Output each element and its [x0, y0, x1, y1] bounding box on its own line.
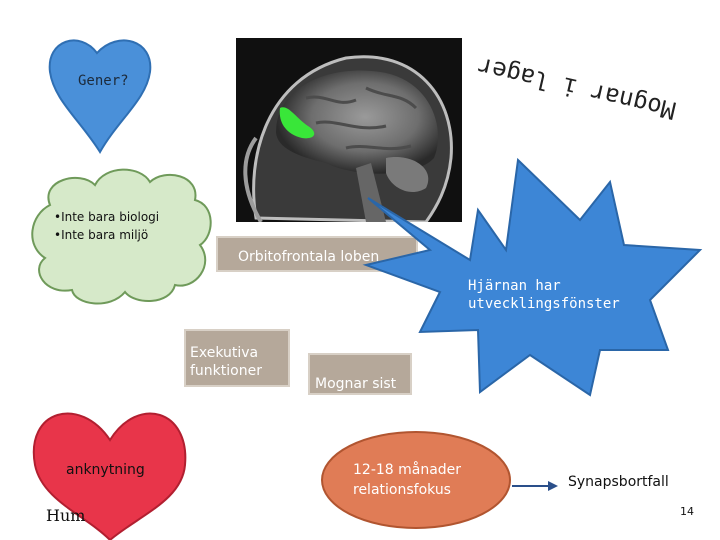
heart-label-gener: Gener?: [78, 73, 129, 89]
brain-mri-image: [236, 38, 462, 222]
orbitofrontal-label: Orbitofrontala loben: [238, 249, 380, 265]
mognar-sist-label: Mognar sist: [315, 376, 397, 392]
cloud-bullet-miljo: •Inte bara miljö: [54, 228, 149, 242]
synapsbortfall-label: Synapsbortfall: [568, 474, 669, 490]
footer-text: Hum: [46, 506, 86, 525]
ellipse-line2: relationsfokus: [353, 482, 451, 498]
star-text-line2: utvecklingsfönster: [468, 296, 620, 312]
mognar-sist-box: [308, 353, 412, 395]
ellipse-line1: 12-18 månader: [353, 462, 462, 478]
cloud-bullet-biologi: •Inte bara biologi: [54, 210, 160, 224]
exekutiva-box: [184, 329, 290, 387]
page-number: 14: [680, 505, 694, 518]
exekutiva-line1: Exekutiva: [190, 345, 259, 361]
star-text-line1: Hjärnan har: [468, 278, 561, 294]
exekutiva-line2: funktioner: [190, 363, 262, 379]
heart-label-anknytning: anknytning: [66, 462, 145, 478]
